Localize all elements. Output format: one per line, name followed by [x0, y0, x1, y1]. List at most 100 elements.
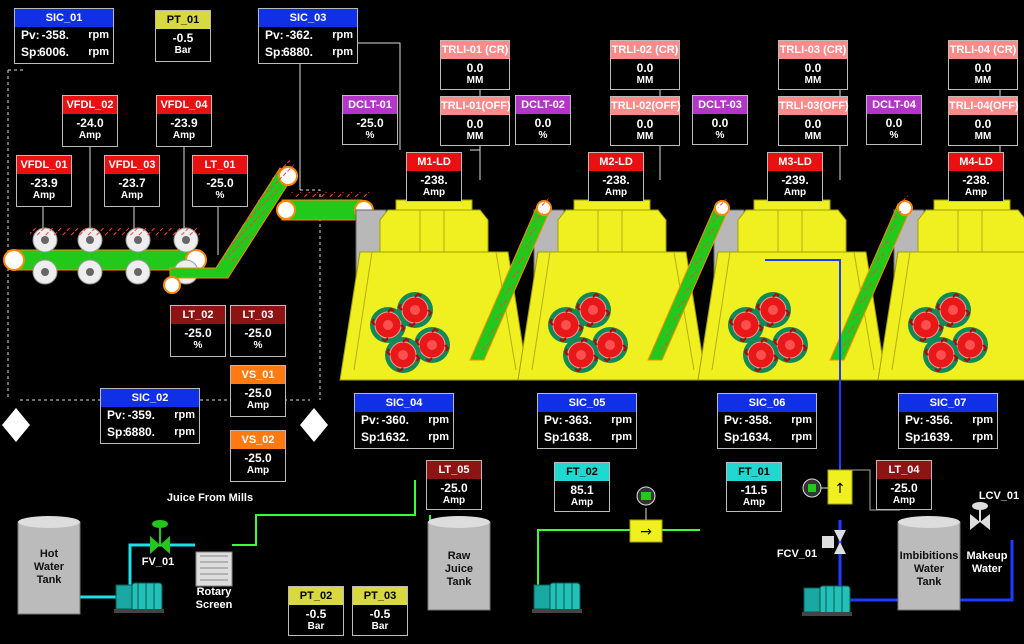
vs-02-tag[interactable]: VS_02 -25.0 Amp	[230, 430, 286, 482]
vfdl-01-tag[interactable]: VFDL_01 -23.9 Amp	[16, 155, 72, 207]
sic-06-faceplate[interactable]: SIC_06 Pv:-358.rpm Sp:1634.rpm	[717, 393, 817, 449]
lt-04-value: -25.0	[890, 481, 918, 495]
label-line: Tank	[916, 576, 942, 588]
ft-02-unit: Amp	[570, 497, 594, 508]
ft-02-title: FT_02	[555, 463, 609, 481]
sic-05-faceplate[interactable]: SIC_05 Pv:-363.rpm Sp:1638.rpm	[537, 393, 637, 449]
dclt-03-tag[interactable]: DCLT-03 0.0 %	[692, 95, 748, 145]
vs-01-tag[interactable]: VS_01 -25.0 Amp	[230, 365, 286, 417]
label-line: Imbibitions	[899, 550, 959, 562]
trli-01-cr-tag[interactable]: TRLI-01 (CR) 0.0 MM	[440, 40, 510, 90]
sic-01-faceplate[interactable]: SIC_01 Pv:-358.rpm Sp:6006.rpm	[14, 8, 114, 64]
pv-label: Pv:	[361, 413, 380, 427]
pv-label: Pv:	[905, 413, 924, 427]
m2-ld-unit: Amp	[604, 187, 628, 198]
imbibitions-water-tank	[897, 516, 961, 611]
ft-01-tag[interactable]: FT_01 -11.5 Amp	[726, 462, 782, 512]
m3-ld-unit: Amp	[783, 187, 807, 198]
lt-02-tag[interactable]: LT_02 -25.0 %	[170, 305, 226, 357]
dclt-01-unit: %	[365, 130, 375, 141]
dclt-02-tag[interactable]: DCLT-02 0.0 %	[515, 95, 571, 145]
unit: rpm	[88, 29, 109, 41]
sic-02-faceplate[interactable]: SIC_02 Pv:-359.rpm Sp:6880.rpm	[100, 388, 200, 444]
sp-label: Sp:	[361, 430, 381, 444]
valve-diamond-left	[2, 408, 30, 442]
trli-01-off-unit: MM	[466, 131, 484, 142]
m4-ld-title: M4-LD	[949, 153, 1003, 171]
lt-02-value: -25.0	[184, 326, 212, 340]
pt-01-tag[interactable]: PT_01 -0.5 Bar	[155, 10, 211, 62]
sic-04-faceplate[interactable]: SIC_04 Pv:-360.rpm Sp:1632.rpm	[354, 393, 454, 449]
trli-04-cr-unit: MM	[974, 75, 992, 86]
m1-ld-tag[interactable]: M1-LD -238. Amp	[406, 152, 462, 202]
unit: rpm	[174, 426, 195, 438]
sp-label: Sp:	[107, 425, 127, 439]
trli-03-cr-title: TRLI-03 (CR)	[779, 41, 847, 59]
trli-04-cr-title: TRLI-04 (CR)	[949, 41, 1017, 59]
m2-ld-title: M2-LD	[589, 153, 643, 171]
vfdl-01-value: -23.9	[30, 176, 58, 190]
unit: rpm	[428, 414, 449, 426]
label-line: Tank	[446, 576, 472, 588]
lt-03-tag[interactable]: LT_03 -25.0 %	[230, 305, 286, 357]
lt-04-tag[interactable]: LT_04 -25.0 Amp	[876, 460, 932, 510]
trli-03-cr-unit: MM	[804, 75, 822, 86]
mill-3	[697, 199, 887, 381]
pt-03-tag[interactable]: PT_03 -0.5 Bar	[352, 586, 408, 636]
trli-02-off-title: TRLI-02(OFF)	[611, 97, 681, 115]
dclt-01-tag[interactable]: DCLT-01 -25.0 %	[342, 95, 398, 145]
imbibition-pump	[801, 585, 853, 617]
sic-03-pv: -362.	[285, 28, 313, 42]
ft-02-tag[interactable]: FT_02 85.1 Amp	[554, 462, 610, 512]
vfdl-04-tag[interactable]: VFDL_04 -23.9 Amp	[156, 95, 212, 147]
svg-text:↑: ↑	[834, 481, 846, 497]
unit: rpm	[611, 431, 632, 443]
m4-ld-tag[interactable]: M4-LD -238. Amp	[948, 152, 1004, 202]
m1-ld-value: -238.	[420, 173, 448, 187]
trli-03-off-title: TRLI-03(OFF)	[779, 97, 849, 115]
sp-label: Sp:	[265, 45, 285, 59]
pv-label: Pv:	[21, 28, 40, 42]
sic-01-pv: -358.	[41, 28, 69, 42]
dclt-04-tag[interactable]: DCLT-04 0.0 %	[866, 95, 922, 145]
pt-01-title: PT_01	[156, 11, 210, 29]
hot-water-tank	[17, 516, 81, 615]
vfdl-04-value: -23.9	[170, 116, 198, 130]
lt-05-tag[interactable]: LT_05 -25.0 Amp	[426, 460, 482, 510]
m3-ld-title: M3-LD	[768, 153, 822, 171]
trli-01-off-tag[interactable]: TRLI-01(OFF) 0.0 MM	[440, 96, 511, 146]
m3-ld-tag[interactable]: M3-LD -239. Amp	[767, 152, 823, 202]
pt-03-value: -0.5	[369, 607, 391, 621]
vfdl-02-tag[interactable]: VFDL_02 -24.0 Amp	[62, 95, 118, 147]
trli-03-off-value: 0.0	[804, 117, 822, 131]
sic-07-faceplate[interactable]: SIC_07 Pv:-356.rpm Sp:1639.rpm	[898, 393, 998, 449]
trli-02-off-value: 0.0	[636, 117, 654, 131]
trli-02-cr-value: 0.0	[636, 61, 654, 75]
trli-03-cr-tag[interactable]: TRLI-03 (CR) 0.0 MM	[778, 40, 848, 90]
lt-01-tag[interactable]: LT_01 -25.0 %	[192, 155, 248, 207]
ft-02-flowmeter-icon: →	[629, 486, 663, 543]
dclt-02-title: DCLT-02	[516, 96, 570, 114]
trli-03-off-tag[interactable]: TRLI-03(OFF) 0.0 MM	[778, 96, 849, 146]
m2-ld-value: -238.	[602, 173, 630, 187]
label-line: Rotary	[196, 586, 232, 598]
mill-1	[339, 199, 529, 381]
sic-07-title: SIC_07	[899, 394, 997, 412]
m1-ld-title: M1-LD	[407, 153, 461, 171]
sic-03-title: SIC_03	[259, 9, 357, 27]
pv-label: Pv:	[544, 413, 563, 427]
pt-02-tag[interactable]: PT_02 -0.5 Bar	[288, 586, 344, 636]
unit: rpm	[972, 431, 993, 443]
fv-01-label: FV_01	[141, 556, 175, 568]
trli-02-cr-tag[interactable]: TRLI-02 (CR) 0.0 MM	[610, 40, 680, 90]
trli-04-off-tag[interactable]: TRLI-04(OFF) 0.0 MM	[948, 96, 1019, 146]
sic-07-sp: 1639.	[922, 430, 953, 444]
trli-04-cr-tag[interactable]: TRLI-04 (CR) 0.0 MM	[948, 40, 1018, 90]
trli-02-off-tag[interactable]: TRLI-02(OFF) 0.0 MM	[610, 96, 681, 146]
m2-ld-tag[interactable]: M2-LD -238. Amp	[588, 152, 644, 202]
vfdl-03-tag[interactable]: VFDL_03 -23.7 Amp	[104, 155, 160, 207]
trli-04-off-unit: MM	[974, 131, 992, 142]
sic-03-faceplate[interactable]: SIC_03 Pv:-362.rpm Sp:6880.rpm	[258, 8, 358, 64]
lcv-01-valve-icon	[970, 502, 990, 530]
sic-01-sp: 6006.	[38, 45, 69, 59]
